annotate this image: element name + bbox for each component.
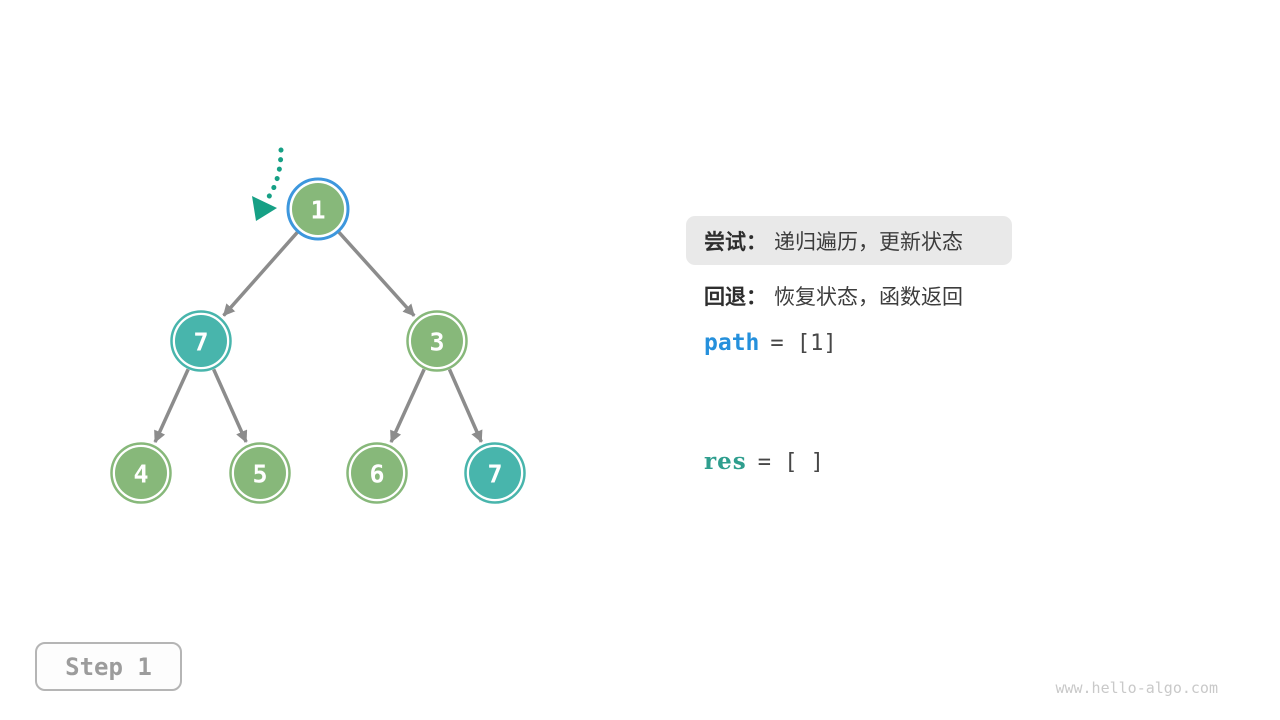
tree-node-fill (175, 315, 227, 367)
path-variable-line: path = [1] (704, 330, 837, 356)
tree-node-fill (234, 447, 286, 499)
tree-edge (389, 368, 426, 443)
path-variable-name: path (704, 330, 760, 356)
tree-node-fill (115, 447, 167, 499)
tree-node-fill (411, 315, 463, 367)
tree-node-label: 4 (133, 460, 148, 489)
try-label: 尝试： (704, 230, 767, 254)
step-badge-label: Step 1 (65, 652, 152, 681)
back-note: 回退： 恢复状态，函数返回 (704, 281, 963, 311)
tree-edge (222, 231, 299, 317)
tree-node-label: 3 (429, 328, 444, 357)
tree-node-7: 7 (170, 310, 232, 372)
tree-node-4: 4 (110, 442, 172, 504)
binary-tree-diagram: 1 7 3 4 5 6 7 (110, 147, 526, 504)
path-variable-value: = [1] (770, 331, 837, 356)
tree-node-3: 3 (406, 310, 468, 372)
watermark: www.hello-algo.com (1055, 679, 1218, 697)
pointer-arrow-head (252, 196, 277, 221)
pointer-arrow-dots (265, 147, 284, 201)
back-text: 恢复状态，函数返回 (774, 286, 963, 309)
tree-node-6: 6 (346, 442, 408, 504)
tree-edge (153, 368, 190, 443)
try-text: 递归遍历，更新状态 (774, 230, 963, 254)
back-label: 回退： (704, 286, 767, 309)
tree-node-fill (292, 183, 344, 235)
tree-node-label: 7 (193, 328, 208, 357)
res-variable-value: = [ ] (757, 450, 824, 475)
res-variable-line: res = [ ] (704, 448, 824, 475)
tree-node-label: 6 (369, 460, 384, 489)
tree-node-1: 1 (286, 177, 350, 241)
tree-node-label: 5 (252, 460, 267, 489)
tree-edge (212, 368, 248, 443)
tree-edge (337, 230, 416, 317)
step-badge: Step 1 (35, 642, 182, 691)
tree-node-label: 1 (310, 196, 325, 225)
tree-node-5: 5 (229, 442, 291, 504)
res-variable-name: res (704, 448, 747, 475)
tree-edge (447, 368, 483, 443)
try-note: 尝试： 递归遍历，更新状态 (686, 216, 1012, 265)
tree-node-label: 7 (487, 460, 502, 489)
tree-node-fill (351, 447, 403, 499)
tree-node-7: 7 (464, 442, 526, 504)
tree-node-fill (469, 447, 521, 499)
